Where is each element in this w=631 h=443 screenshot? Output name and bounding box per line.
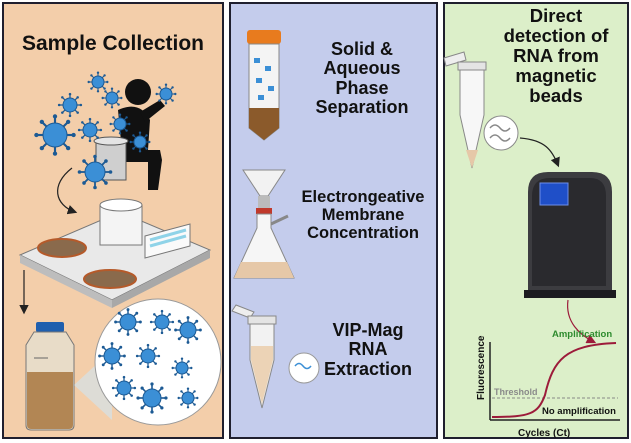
sample-bottle-icon bbox=[25, 322, 75, 431]
detection-title: Direct detection of RNA from magnetic be… bbox=[503, 5, 609, 106]
virus-icon bbox=[114, 308, 142, 336]
amplification-label: Amplification bbox=[552, 329, 612, 340]
virus-icon bbox=[77, 117, 103, 143]
virus-icon bbox=[129, 131, 151, 153]
threshold-label: Threshold bbox=[494, 387, 538, 397]
arrow-person-to-plant bbox=[57, 167, 78, 215]
plot-ylabel: Fluorescence bbox=[476, 335, 487, 400]
magnetic-bead-icon bbox=[483, 115, 519, 151]
virus-icon bbox=[57, 92, 83, 118]
wastewater-plant-icon bbox=[18, 198, 212, 308]
method-label-phase-separation: Solid & Aqueous Phase Separation bbox=[315, 39, 409, 118]
virus-icon bbox=[135, 343, 161, 369]
amplification-curve bbox=[491, 342, 617, 418]
virus-icon bbox=[98, 342, 126, 370]
virus-icon bbox=[77, 154, 113, 190]
conical-tube-icon bbox=[247, 30, 281, 141]
virus-icon bbox=[136, 382, 168, 414]
microtube-icon bbox=[443, 51, 487, 169]
virus-icon bbox=[87, 71, 109, 93]
qpcr-plot: Fluorescence Cycles (Ct) Threshold Ampli… bbox=[476, 329, 620, 439]
virus-icon bbox=[109, 113, 131, 135]
virus-icon bbox=[149, 309, 175, 335]
method-label-vipmag: VIP-Mag RNA Extraction bbox=[323, 320, 413, 379]
virus-icon bbox=[171, 357, 193, 379]
virus-cluster-person bbox=[34, 71, 177, 190]
virus-icon bbox=[177, 387, 199, 409]
microtube-icon bbox=[231, 304, 277, 409]
filter-flask-icon bbox=[233, 169, 295, 279]
virus-icon bbox=[155, 83, 177, 105]
arrow-to-plot bbox=[567, 299, 597, 344]
arrow-to-qpcr bbox=[519, 137, 560, 168]
virus-icon bbox=[111, 375, 137, 401]
no-amplification-label: No amplification bbox=[542, 406, 616, 417]
sample-collection-title: Sample Collection bbox=[21, 32, 205, 55]
virus-icon bbox=[34, 114, 76, 156]
plot-xlabel: Cycles (Ct) bbox=[518, 428, 570, 439]
qpcr-machine-icon bbox=[524, 172, 616, 298]
virus-icon bbox=[101, 87, 123, 109]
virus-cluster-magnified bbox=[98, 308, 202, 414]
virus-icon bbox=[174, 316, 202, 344]
method-label-membrane: Electrongeative Membrane Concentration bbox=[301, 188, 425, 242]
